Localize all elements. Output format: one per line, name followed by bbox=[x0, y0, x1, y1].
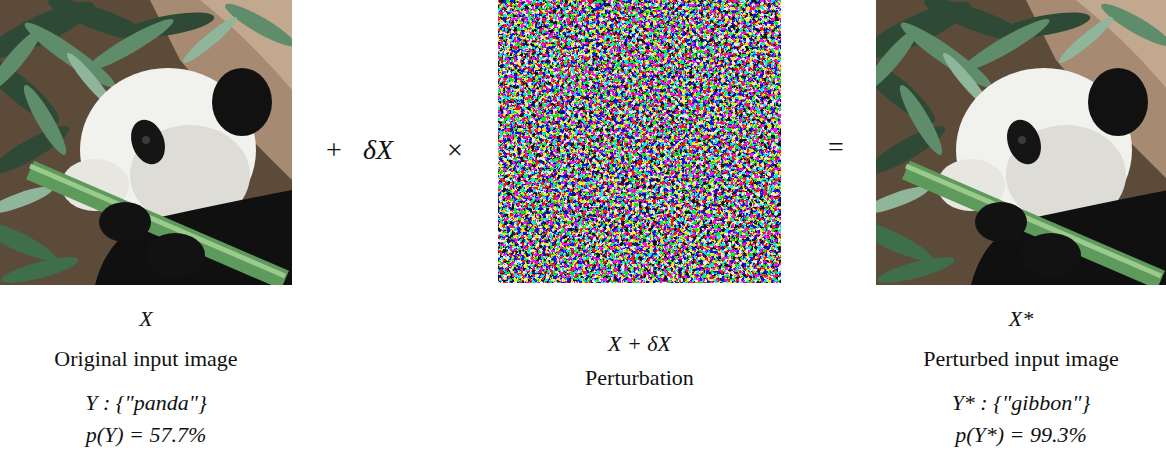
caption-text: Perturbed input image bbox=[876, 345, 1166, 373]
caption-text: Perturbation bbox=[498, 364, 781, 392]
operator-symbol: + bbox=[326, 134, 342, 166]
image-panel: X*Perturbed input imageY* : {"gibbon"}p(… bbox=[876, 0, 1166, 285]
image-panel: X + δXPerturbation bbox=[498, 0, 781, 283]
caption-text: X* bbox=[876, 305, 1166, 333]
caption-text: X + δX bbox=[498, 330, 781, 358]
panda-photo bbox=[846, 0, 1166, 288]
image-panel: XOriginal input imageY : {"panda"}p(Y) =… bbox=[0, 0, 292, 285]
caption-text: p(Y*) = 99.3% bbox=[876, 421, 1166, 449]
operator-symbol: δX bbox=[363, 134, 393, 166]
operator-symbol: = bbox=[828, 131, 844, 163]
caption-text: Original input image bbox=[0, 345, 292, 373]
caption-text: Y : {"panda"} bbox=[0, 389, 292, 417]
caption-text: Y* : {"gibbon"} bbox=[876, 389, 1166, 417]
noise-pattern bbox=[498, 0, 781, 283]
operator-symbol: × bbox=[447, 134, 463, 166]
caption-text: X bbox=[0, 305, 292, 333]
caption-text: p(Y) = 57.7% bbox=[0, 421, 292, 449]
panda-photo bbox=[0, 0, 299, 288]
